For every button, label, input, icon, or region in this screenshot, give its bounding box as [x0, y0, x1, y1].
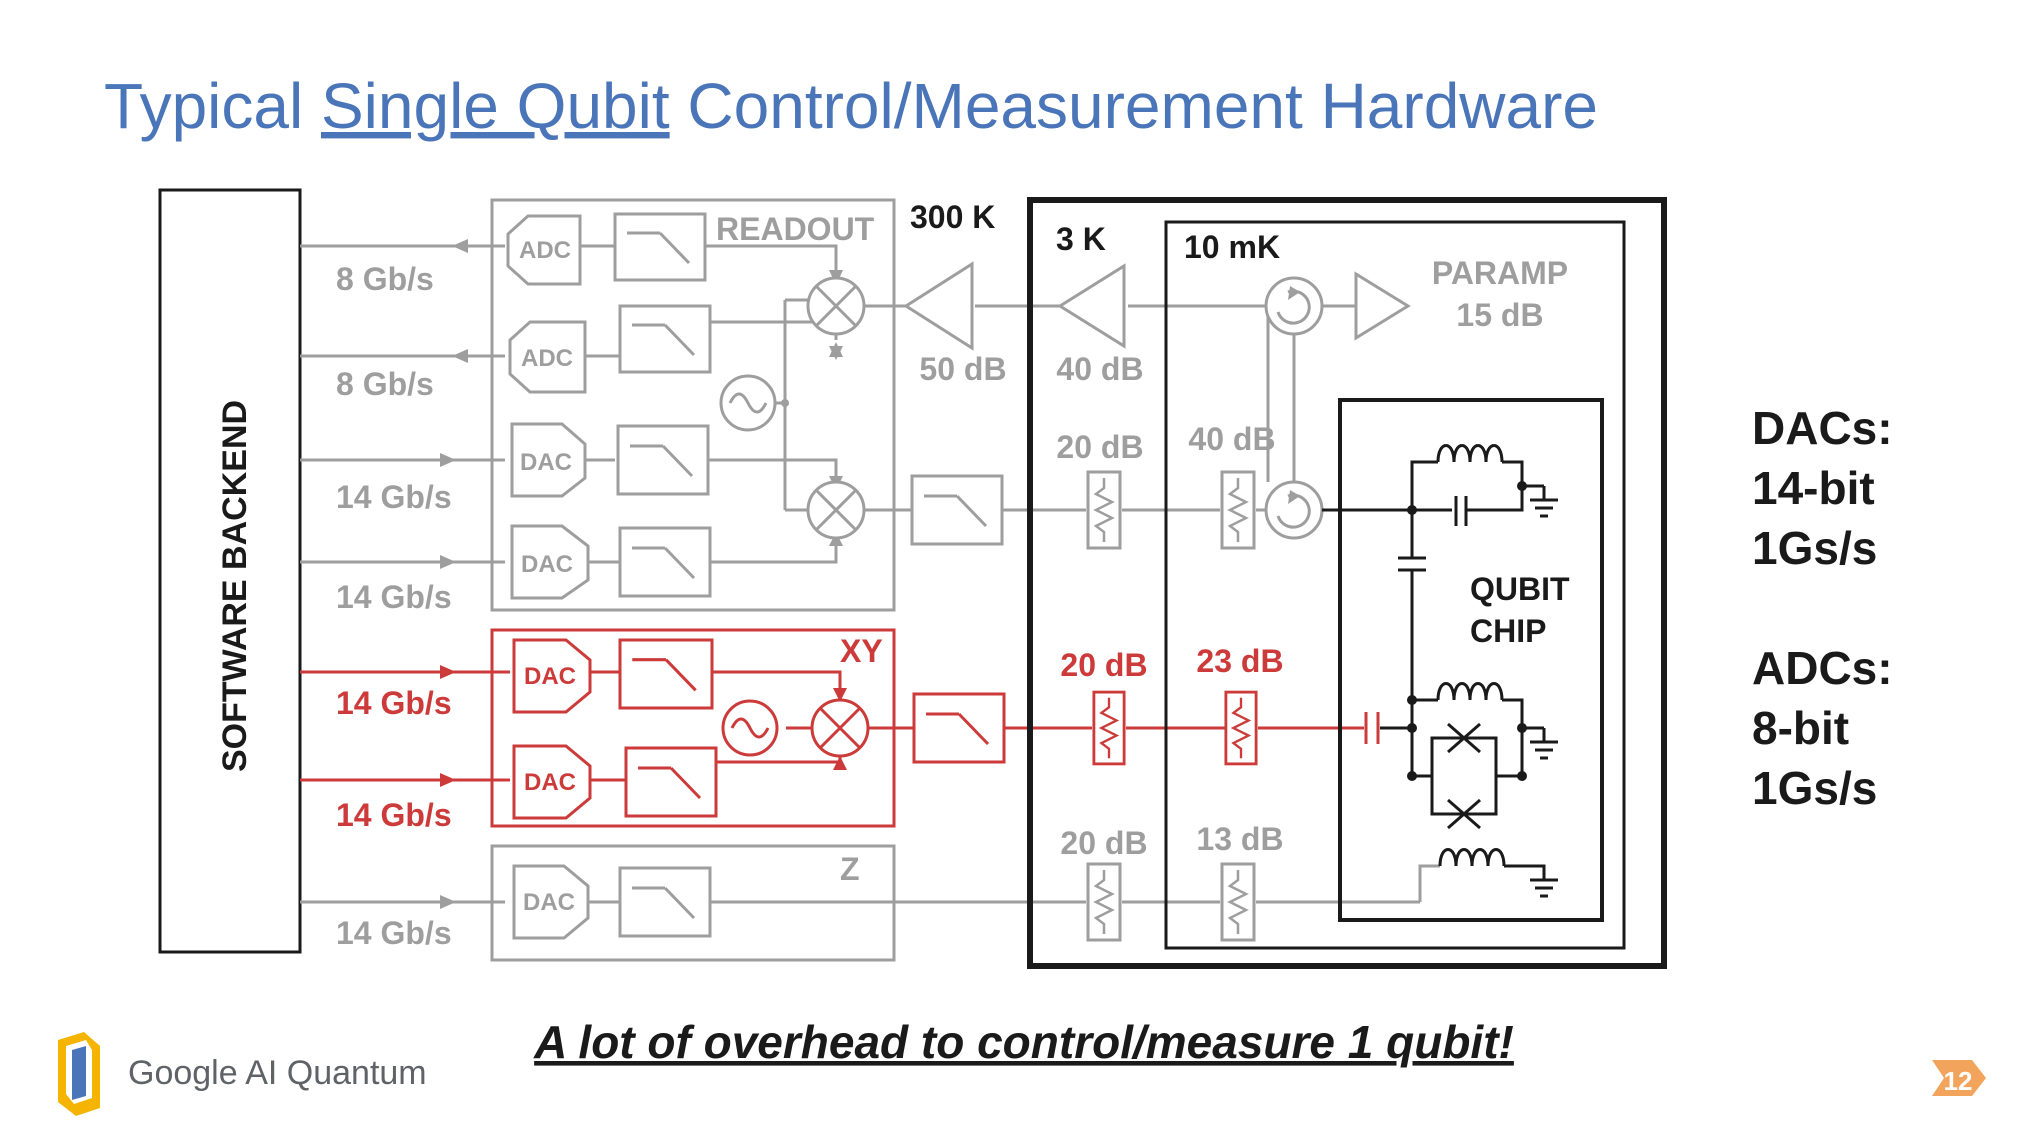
xy-mixer	[810, 698, 870, 758]
att-readout-mk-label: 40 dB	[1188, 421, 1275, 457]
room-amplifier	[903, 261, 974, 351]
footer-caption: A lot of overhead to control/measure 1 q…	[533, 1016, 1514, 1068]
readout-filter-3	[616, 424, 710, 496]
att-readout-3k-label: 20 dB	[1056, 429, 1143, 465]
paramp	[1354, 271, 1411, 341]
dac-1	[510, 422, 587, 498]
spec-adc-rate: 1Gs/s	[1752, 762, 1877, 814]
dac-5-label: DAC	[523, 889, 575, 916]
att-z-mk-label: 13 dB	[1196, 821, 1283, 857]
brand-name: Google AI Quantum	[128, 1054, 427, 1092]
att-xy-3k-label: 20 dB	[1060, 647, 1147, 683]
adc-2-label: ADC	[521, 345, 573, 372]
xy-arrowheads	[440, 665, 847, 787]
google-quantum-logo-icon	[58, 1032, 100, 1116]
stage-10mk: 10 mK	[1184, 229, 1280, 265]
xy-drive-filter	[912, 692, 1006, 764]
dac-3	[512, 638, 592, 714]
dac-4-label: DAC	[524, 769, 576, 796]
rate-z: 14 Gb/s	[336, 915, 452, 951]
page-number-badge-icon: 12	[1932, 1060, 1986, 1096]
room-amp-gain: 50 dB	[919, 351, 1006, 387]
readout-label: READOUT	[716, 211, 875, 247]
xy-filter-1	[618, 638, 714, 710]
qubit-chip-label-2: CHIP	[1470, 613, 1546, 649]
software-backend-box	[158, 188, 302, 954]
xy-label: XY	[840, 633, 883, 669]
dac-2-label: DAC	[521, 551, 573, 578]
gray-wiring	[300, 244, 1440, 904]
stage-300k: 300 K	[910, 199, 995, 235]
dac-4	[512, 744, 592, 820]
spec-adc-title: ADCs:	[1752, 642, 1893, 694]
rate-dac-1: 14 Gb/s	[336, 479, 452, 515]
dac-1-label: DAC	[520, 449, 572, 476]
stage-3k: 3 K	[1056, 221, 1106, 257]
readout-drive-filter	[910, 474, 1004, 546]
attenuator-xy-3k	[1092, 690, 1126, 766]
att-z-3k-label: 20 dB	[1060, 825, 1147, 861]
circulator-bottom	[1264, 480, 1324, 540]
slide-title: Typical Single Qubit Control/Measurement…	[104, 70, 1598, 142]
dac-3-label: DAC	[524, 663, 576, 690]
attenuator-readout-mk	[1220, 470, 1256, 550]
readout-filter-2	[618, 304, 712, 374]
z-label: Z	[840, 851, 860, 887]
rate-xy-1: 14 Gb/s	[336, 685, 452, 721]
rate-adc-1: 8 Gb/s	[336, 261, 434, 297]
title-pre: Typical	[104, 70, 321, 142]
xy-group	[490, 628, 896, 828]
attenuator-z-3k	[1086, 862, 1122, 942]
z-group	[490, 844, 896, 962]
attenuator-xy-mk	[1224, 690, 1258, 766]
specs-panel: DACs: 14-bit 1Gs/s ADCs: 8-bit 1Gs/s	[1752, 402, 1893, 814]
readout-mixer-down	[806, 276, 866, 336]
qubit-chip-box	[1338, 398, 1604, 922]
adc-1	[506, 214, 582, 286]
spec-adc-bits: 8-bit	[1752, 702, 1849, 754]
adc-2	[508, 320, 587, 394]
z-filter	[618, 866, 712, 938]
attenuator-z-mk	[1220, 862, 1256, 942]
xy-coupling-capacitor	[1364, 712, 1380, 744]
rate-dac-2: 14 Gb/s	[336, 579, 452, 615]
spec-dac-bits: 14-bit	[1752, 462, 1875, 514]
rate-adc-2: 8 Gb/s	[336, 366, 434, 402]
spec-dac-rate: 1Gs/s	[1752, 522, 1877, 574]
spec-dac-title: DACs:	[1752, 402, 1893, 454]
title-post: Control/Measurement Hardware	[670, 70, 1598, 142]
adc-1-label: ADC	[519, 237, 571, 264]
readout-mixer-up	[806, 480, 866, 540]
paramp-label: PARAMP	[1432, 255, 1568, 291]
cryo-amplifier	[1057, 263, 1126, 349]
qubit-chip-label-1: QUBIT	[1470, 571, 1570, 607]
stage-10mk-box	[1164, 220, 1626, 950]
readout-filter-1	[613, 212, 707, 282]
readout-filter-4	[618, 526, 712, 598]
cryo-amp-gain: 40 dB	[1056, 351, 1143, 387]
xy-filter-2	[624, 746, 718, 818]
dac-2	[510, 524, 590, 600]
circulator-top	[1264, 276, 1324, 336]
attenuator-readout-3k	[1086, 470, 1122, 550]
stage-3k-box	[1027, 197, 1667, 969]
qubit-chip-circuit	[1322, 444, 1558, 898]
circuit-nodes	[1407, 481, 1527, 781]
software-backend-label: SOFTWARE BACKEND	[216, 400, 254, 772]
page-number: 12	[1944, 1066, 1973, 1096]
att-xy-mk-label: 23 dB	[1196, 643, 1283, 679]
paramp-gain: 15 dB	[1456, 297, 1543, 333]
rate-xy-2: 14 Gb/s	[336, 797, 452, 833]
title-underlined: Single Qubit	[321, 70, 670, 142]
readout-group	[490, 198, 896, 612]
dac-5	[512, 864, 590, 940]
